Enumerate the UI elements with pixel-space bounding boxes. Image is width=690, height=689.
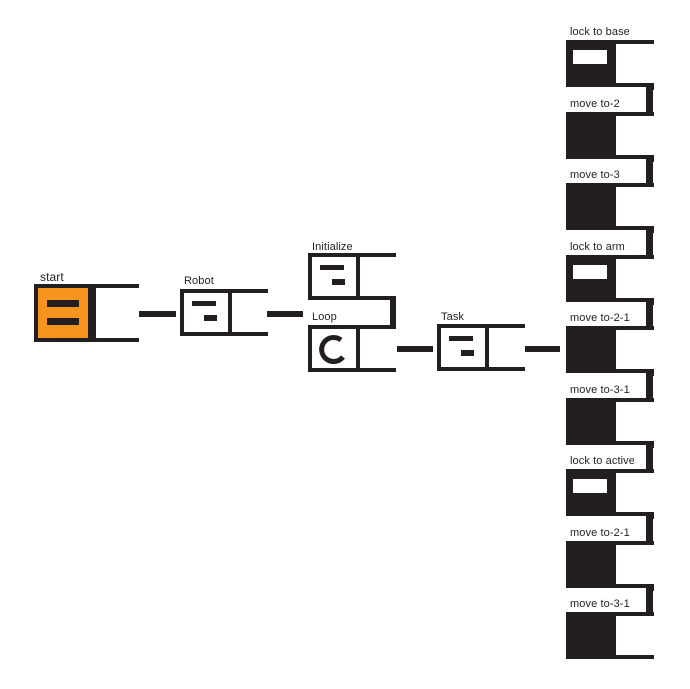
- robot-node-label: Robot: [184, 275, 214, 287]
- step-bracket: [646, 84, 653, 112]
- step-bracket: [646, 442, 653, 470]
- step-node[interactable]: [566, 612, 658, 662]
- loop-icon: [319, 335, 345, 364]
- flag-icon: [320, 265, 344, 270]
- step-label: lock to arm: [570, 241, 625, 253]
- loop-node[interactable]: [308, 325, 400, 375]
- lock-icon: [573, 50, 607, 64]
- flag-icon: [449, 336, 473, 341]
- step-node[interactable]: [566, 326, 658, 376]
- move-icon: [612, 187, 614, 189]
- start-node-face: [38, 288, 88, 338]
- lock-icon: [573, 265, 607, 279]
- move-icon: [612, 402, 614, 404]
- initialize-loop-bracket: [390, 298, 396, 326]
- step-bracket: [646, 585, 653, 613]
- step-label: move to-2-1: [570, 527, 630, 539]
- move-icon: [612, 616, 614, 618]
- move-icon: [612, 545, 614, 547]
- initialize-node-label: Initialize: [312, 241, 353, 253]
- step-bracket: [646, 513, 653, 541]
- step-bracket: [646, 156, 653, 184]
- step-node[interactable]: [566, 183, 658, 233]
- flag-icon: [192, 301, 216, 306]
- robot-node[interactable]: [180, 289, 270, 339]
- step-label: move to-3: [570, 169, 620, 181]
- step-label: lock to base: [570, 26, 630, 38]
- step-label: move to-3-1: [570, 598, 630, 610]
- step-node[interactable]: [566, 541, 658, 591]
- start-node[interactable]: [34, 284, 144, 344]
- step-node[interactable]: [566, 40, 658, 90]
- step-node[interactable]: [566, 255, 658, 305]
- loop-node-label: Loop: [312, 311, 337, 323]
- step-node[interactable]: [566, 398, 658, 448]
- step-label: move to-3-1: [570, 384, 630, 396]
- step-bracket: [646, 299, 653, 327]
- step-label: move to-2-1: [570, 312, 630, 324]
- task-node[interactable]: [437, 324, 529, 374]
- step-bracket: [646, 227, 653, 255]
- step-node[interactable]: [566, 469, 658, 519]
- step-bracket: [646, 370, 653, 398]
- task-node-label: Task: [441, 311, 465, 323]
- lock-icon: [573, 479, 607, 493]
- initialize-node[interactable]: [308, 253, 400, 303]
- step-label: lock to active: [570, 455, 634, 467]
- step-label: move to-2: [570, 98, 620, 110]
- move-icon: [612, 116, 614, 118]
- move-icon: [612, 330, 614, 332]
- step-node[interactable]: [566, 112, 658, 162]
- start-node-label: start: [40, 270, 64, 284]
